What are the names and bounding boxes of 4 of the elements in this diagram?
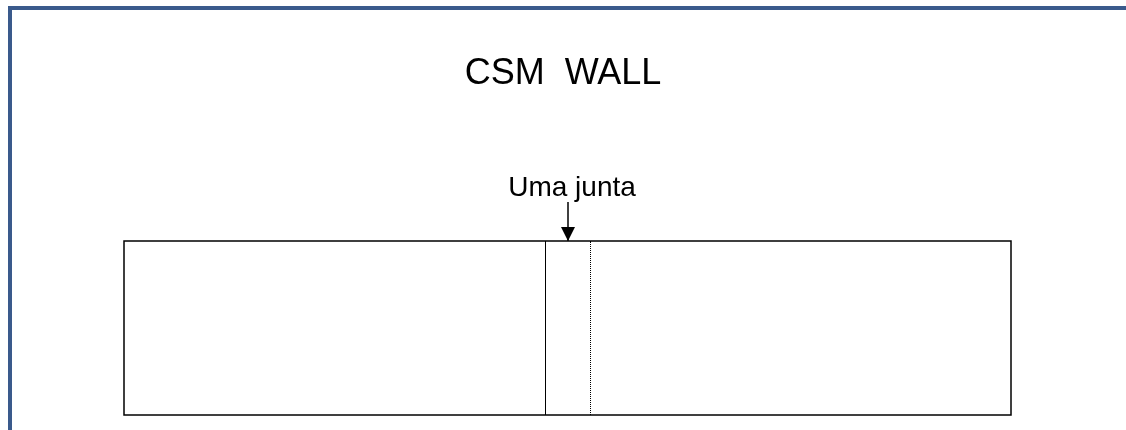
joint-gap — [545, 241, 591, 415]
callout-label: Uma junta — [478, 172, 666, 202]
leader-arrow — [561, 201, 575, 242]
title: CSM WALL — [464, 51, 662, 92]
